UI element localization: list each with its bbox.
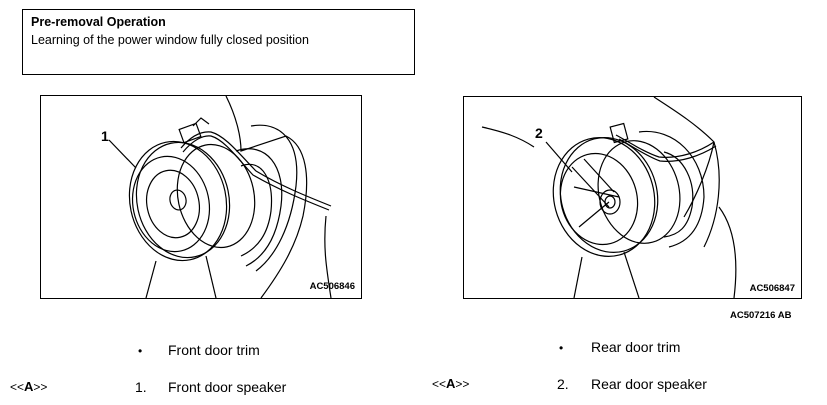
front-speaker-figure: 1 AC506846 (40, 95, 362, 299)
front-callout-number: 1 (101, 128, 109, 144)
rear-figure-code: AC506847 (749, 283, 795, 294)
rear-step-marker: • (559, 341, 564, 355)
ref-close-brackets: >> (33, 380, 48, 394)
sheet-code: AC507216 AB (730, 310, 791, 321)
ref-letter: A (446, 376, 456, 391)
rear-ref-marker: <<A>> (432, 376, 469, 391)
sheet-code-number: AC507216 (730, 310, 776, 321)
pre-removal-box: Pre-removal Operation Learning of the po… (22, 9, 415, 75)
front-ref-marker: <<A>> (10, 379, 47, 394)
rear-step-number: 2. (557, 376, 569, 392)
sheet-code-suffix: AB (777, 310, 792, 321)
ref-close-brackets: >> (455, 377, 470, 391)
ref-letter: A (24, 379, 34, 394)
front-door-speaker-illustration (108, 96, 332, 298)
ref-open-brackets: << (432, 377, 447, 391)
front-step-number: 1. (135, 379, 147, 395)
rear-callout-number: 2 (535, 125, 543, 141)
front-step-label: Front door trim (168, 342, 260, 358)
rear-step-label: Rear door speaker (591, 376, 707, 392)
front-step-marker: • (138, 344, 143, 358)
ref-open-brackets: << (10, 380, 25, 394)
rear-step-label: Rear door trim (591, 339, 681, 355)
front-step-label: Front door speaker (168, 379, 287, 395)
pre-removal-text: Learning of the power window fully close… (31, 33, 309, 47)
front-figure-code: AC506846 (309, 281, 355, 292)
rear-door-speaker-illustration (481, 97, 737, 298)
pre-removal-title: Pre-removal Operation (31, 15, 166, 29)
rear-speaker-figure: 2 AC506847 (463, 96, 802, 299)
